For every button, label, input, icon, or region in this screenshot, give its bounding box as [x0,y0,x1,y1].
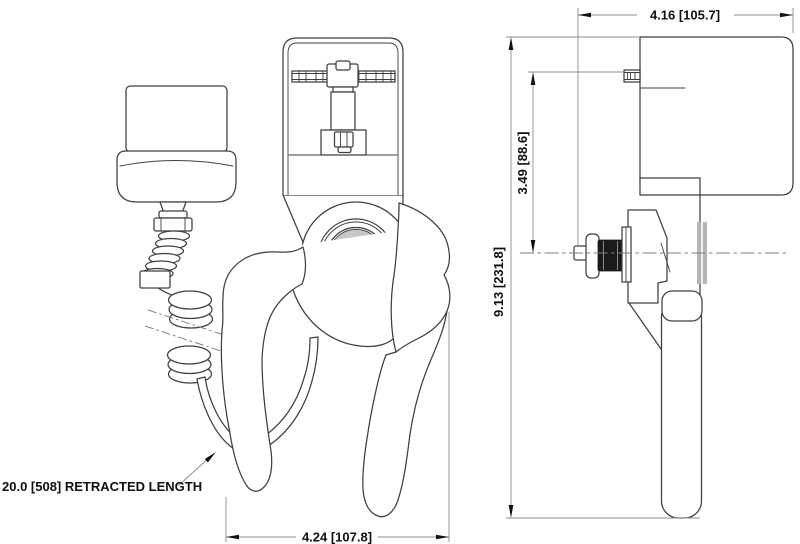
side-head [627,209,668,304]
strain-relief-spring [141,230,191,280]
dimensions: 4.16 [105.7] 3.49 [88.6] 9.13 [231.8] [2,8,794,544]
valve-stem [320,86,367,156]
break-line-lower [144,325,231,355]
hose-and-connector [116,85,319,454]
shaft-spool [597,239,624,272]
dim-top-width-text: 4.16 [105.7] [650,8,720,23]
side-knob [623,69,641,83]
dimension-knob-height: 3.49 [88.6] [515,71,624,253]
break-line-upper [147,309,234,339]
dim-overall-height-text: 9.13 [231.8] [491,247,506,317]
left-grip [220,246,307,492]
dimension-overall-height: 9.13 [231.8] [491,36,700,519]
front-view [116,37,451,518]
side-pivot-boss [661,290,703,322]
shaft-flange [585,233,600,279]
right-knuckle [390,202,451,353]
dim-knob-height-text: 3.49 [88.6] [515,132,530,195]
shaft-plate [621,226,632,283]
handles-front [220,202,451,518]
retracted-length-text: 20.0 [508] RETRACTED LENGTH [2,479,202,494]
coiled-hose-upper [167,290,214,329]
frame-inner [287,42,399,196]
shaft-assembly [573,226,632,283]
side-view [520,36,794,519]
dimension-top-width: 4.16 [105.7] [577,8,794,245]
hex-nut [333,131,354,154]
coiled-hose-lower [166,345,213,384]
dimension-bottom-width: 4.24 [107.8] [225,312,450,544]
dim-bottom-width-text: 4.24 [107.8] [302,530,372,544]
handle-web [285,230,403,348]
connector-cap [125,85,228,153]
hose-ferrule [153,217,193,232]
note-retracted-length: 20.0 [508] RETRACTED LENGTH [2,452,216,494]
connector-collar [116,150,237,203]
side-body [639,36,794,196]
t-bar-knob [291,60,396,88]
coil-end-block [139,270,171,289]
relief-valve-assembly [282,37,404,196]
side-handle [660,299,703,519]
